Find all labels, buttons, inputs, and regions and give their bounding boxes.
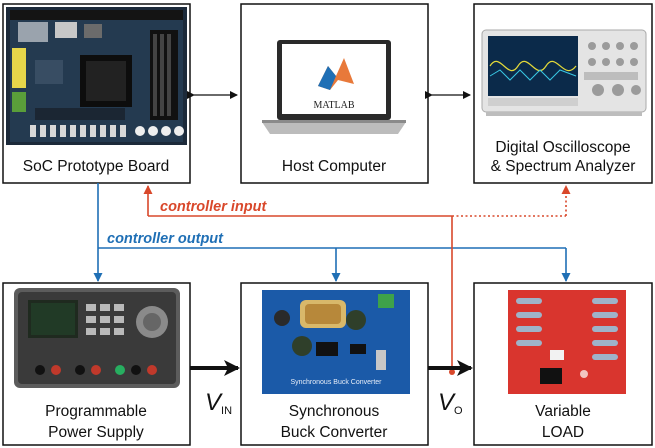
buck-converter-caption-line1: Synchronous <box>289 403 380 420</box>
vin-label: VIN <box>205 389 232 417</box>
host-computer-caption: Host Computer <box>282 158 386 175</box>
power-supply-caption-line2: Power Supply <box>48 424 144 441</box>
soc-board-block: SoC Prototype Board <box>2 3 191 184</box>
oscilloscope-block: Digital Oscilloscope & Spectrum Analyzer <box>473 3 653 184</box>
controller-output-path: controller output <box>93 183 571 282</box>
variable-load-caption-line1: Variable <box>535 403 591 420</box>
buck-board-label: Synchronous Buck Converter <box>290 379 382 386</box>
power-supply-caption-line1: Programmable <box>45 403 147 420</box>
variable-load-block: Variable LOAD <box>473 282 653 446</box>
variable-load-caption-line2: LOAD <box>542 424 584 441</box>
matlab-label: MATLAB <box>313 100 354 111</box>
soc-board-caption: SoC Prototype Board <box>23 158 169 175</box>
oscilloscope-caption-line2: & Spectrum Analyzer <box>491 158 636 175</box>
buck-converter-block: Synchronous Buck Converter Synchronous B… <box>240 282 429 446</box>
vo-power-path: VO <box>428 360 473 417</box>
soc-board-photo <box>6 7 187 145</box>
vin-power-path: VIN <box>190 360 240 417</box>
controller-input-label: controller input <box>160 199 268 215</box>
oscilloscope-caption-line1: Digital Oscilloscope <box>495 139 630 156</box>
buck-converter-caption-line2: Buck Converter <box>281 424 388 441</box>
vo-label: VO <box>438 389 463 417</box>
power-supply-photo <box>14 288 180 388</box>
buck-converter-photo: Synchronous Buck Converter <box>262 290 410 394</box>
variable-load-photo <box>508 290 626 394</box>
controller-input-path: controller input <box>143 185 571 375</box>
controller-output-label: controller output <box>107 231 224 247</box>
host-computer-block: MATLAB Host Computer <box>240 3 429 184</box>
laptop-icon: MATLAB <box>262 40 406 134</box>
power-supply-block: Programmable Power Supply <box>2 282 191 446</box>
oscilloscope-photo <box>481 29 647 116</box>
